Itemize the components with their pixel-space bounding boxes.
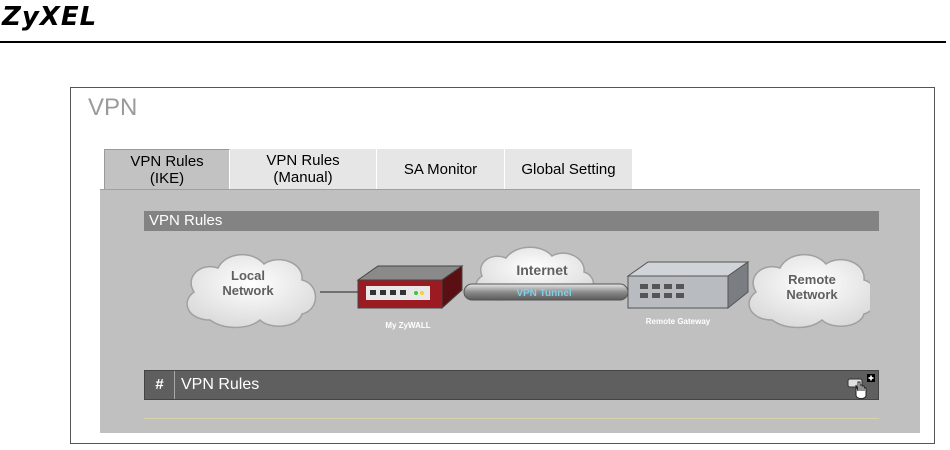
tab-label: VPN Rules (IKE) <box>130 153 203 187</box>
vpn-rules-table-header: # VPN Rules <box>144 370 879 400</box>
table-bottom-divider <box>144 418 879 419</box>
zyxel-logo: ZyXEL <box>2 2 97 32</box>
tab-label: Global Setting <box>521 161 615 178</box>
column-header-vpn-rules: VPN Rules <box>181 371 259 399</box>
tab-global-setting[interactable]: Global Setting <box>505 149 633 189</box>
tab-vpn-rules-ike[interactable]: VPN Rules (IKE) <box>104 149 230 189</box>
internet-label: Internet <box>516 262 568 278</box>
header-rule <box>0 41 946 43</box>
tab-label: VPN Rules (Manual) <box>266 152 339 186</box>
router-device-icon <box>358 266 462 308</box>
tab-bar: VPN Rules (IKE) VPN Rules (Manual) SA Mo… <box>104 149 633 189</box>
vpn-tunnel-label: VPN Tunnel <box>516 288 572 299</box>
add-rule-icon[interactable] <box>842 373 876 401</box>
vpn-topology-diagram: Local Network My ZyWALL Internet <box>170 240 870 350</box>
vpn-window: VPN VPN Rules (IKE) VPN Rules (Manual) S… <box>70 87 935 444</box>
tab-vpn-rules-manual[interactable]: VPN Rules (Manual) <box>230 149 377 189</box>
my-zywall-label: My ZyWALL <box>385 321 430 330</box>
tab-panel: VPN Rules Local Network <box>100 189 920 433</box>
column-header-number: # <box>145 371 175 399</box>
local-network-label-1: Local <box>231 268 265 283</box>
tab-sa-monitor[interactable]: SA Monitor <box>377 149 505 189</box>
section-header: VPN Rules <box>144 211 879 231</box>
remote-network-label-1: Remote <box>788 272 836 287</box>
remote-gateway-device-icon <box>628 262 748 308</box>
remote-gateway-label: Remote Gateway <box>646 317 711 326</box>
page-title: VPN <box>88 94 137 122</box>
remote-network-label-2: Network <box>786 287 838 302</box>
local-network-label-2: Network <box>222 283 274 298</box>
tab-label: SA Monitor <box>404 161 477 178</box>
